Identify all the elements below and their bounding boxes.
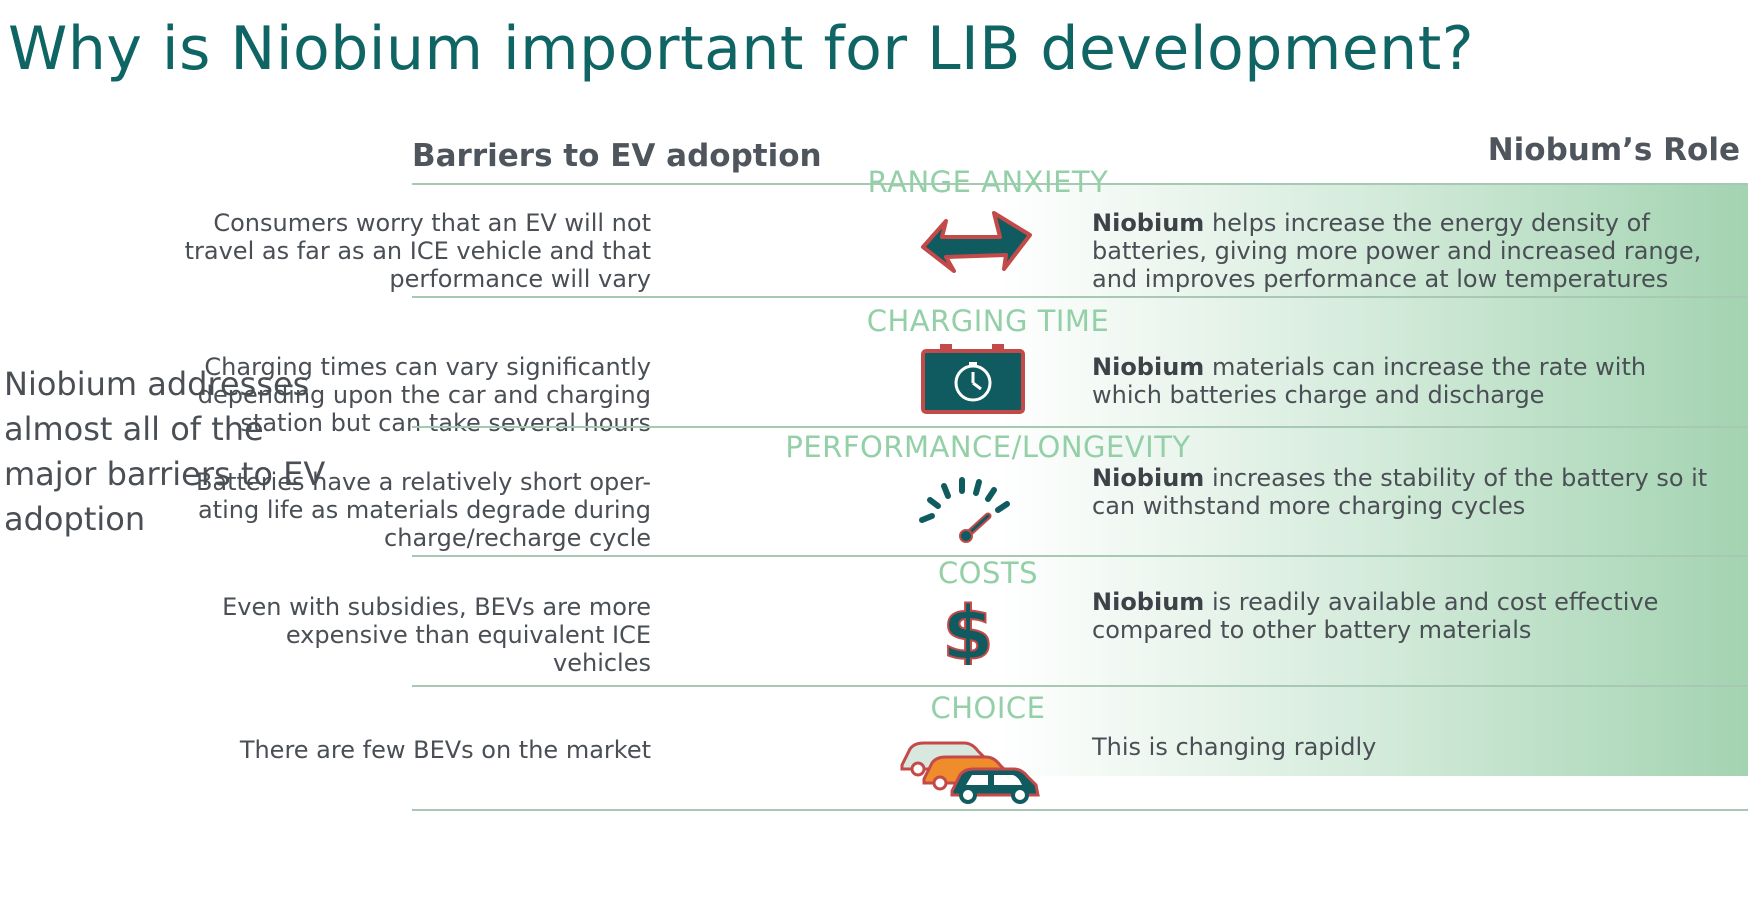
role-text: Niobium materials can increase the rate … — [1092, 353, 1712, 409]
role-bold: Niobium — [1092, 209, 1205, 237]
gauge-icon — [916, 472, 1016, 548]
role-bold: Niobium — [1092, 353, 1205, 381]
barrier-text: Batteries have a relatively short oper-a… — [195, 468, 651, 552]
role-bold: Niobium — [1092, 588, 1205, 616]
barrier-text: Charging times can vary significantly de… — [197, 353, 651, 437]
page-title: Why is Niobium important for LIB develop… — [8, 14, 1475, 84]
role-rest: increases the stability of the battery s… — [1092, 464, 1708, 520]
row-divider — [412, 555, 1748, 557]
table-row-choice: CHOICE There are few BEVs on the market — [240, 687, 1748, 811]
row-divider — [412, 809, 1748, 811]
role-rest: is readily available and cost effective … — [1092, 588, 1659, 644]
barrier-text: There are few BEVs on the market — [239, 736, 651, 764]
role-header: Niobum’s Role — [1487, 132, 1740, 168]
barriers-table: Barriers to EV adoption Niobum’s Role RA… — [185, 128, 1748, 918]
cars-icon — [896, 729, 1046, 809]
role-text: This is changing rapidly — [1092, 733, 1712, 761]
role-text: Niobium is readily available and cost ef… — [1092, 588, 1712, 644]
side-summary-text: Niobium addresses almost all of the majo… — [4, 365, 326, 538]
role-column-gradient — [412, 184, 1748, 776]
row-divider — [412, 296, 1748, 298]
role-rest: helps increase the energy density of bat… — [1092, 209, 1702, 293]
table-row-costs: COSTS Even with subsidies, BEVs are more… — [222, 556, 1748, 687]
table-row-range-anxiety: RANGE ANXIETY Consumers worry that an EV… — [185, 165, 1748, 298]
barrier-text: Even with subsidies, BEVs are more expen… — [222, 593, 651, 677]
role-text: Niobium increases the stability of the b… — [1092, 464, 1712, 520]
row-divider — [412, 426, 1748, 428]
battery-clock-icon — [920, 342, 1026, 418]
category-label: CHARGING TIME — [866, 304, 1110, 338]
header-rule — [412, 183, 1748, 185]
category-label: PERFORMANCE/LONGEVITY — [785, 430, 1191, 464]
dollar-icon: $ — [940, 590, 996, 678]
category-label: RANGE ANXIETY — [867, 165, 1109, 199]
double-arrow-icon — [920, 207, 1034, 277]
row-divider — [412, 685, 1748, 687]
role-text: Niobium helps increase the energy densit… — [1092, 209, 1712, 293]
svg-text:$: $ — [942, 597, 994, 665]
role-rest: materials can increase the rate with whi… — [1092, 353, 1647, 409]
category-label: CHOICE — [930, 691, 1046, 725]
table-row-performance-longevity: PERFORMANCE/LONGEVITY Batteries have a r… — [196, 428, 1748, 557]
barriers-header: Barriers to EV adoption — [412, 138, 822, 174]
barrier-text: Consumers worry that an EV will not trav… — [184, 209, 651, 293]
table-row-charging-time: CHARGING TIME Charging times can vary si… — [198, 298, 1748, 437]
category-label: COSTS — [937, 556, 1039, 590]
role-bold: Niobium — [1092, 464, 1205, 492]
role-rest: This is changing rapidly — [1092, 733, 1377, 761]
